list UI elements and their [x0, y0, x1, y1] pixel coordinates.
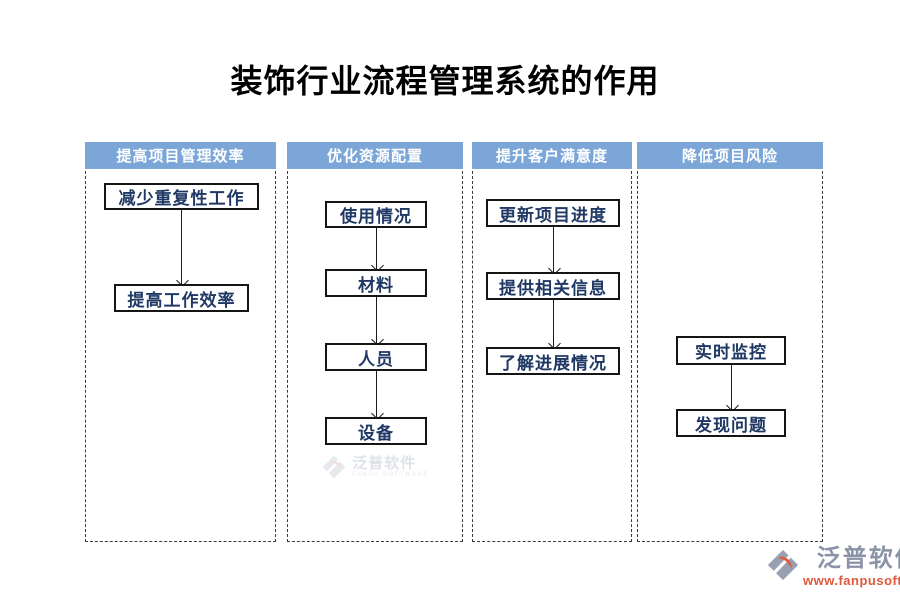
flow-box: 人员: [325, 343, 427, 371]
page-title: 装饰行业流程管理系统的作用: [230, 63, 660, 99]
column-improve-management-efficiency: 提高项目管理效率 减少重复性工作 提高工作效率: [85, 142, 276, 542]
column-header: 提高项目管理效率: [85, 142, 276, 169]
fanpu-logo-icon: [322, 455, 346, 479]
column-body: 使用情况 材料 人员 设备 泛普软件 FANPU SOFTWARE: [287, 171, 463, 542]
arrow-down-icon: [553, 300, 554, 347]
flow-box: 实时监控: [676, 336, 786, 365]
footer-url-text: www.fanpusoft.com: [803, 573, 900, 588]
arrow-down-icon: [181, 210, 182, 284]
column-optimize-resource-allocation: 优化资源配置 使用情况 材料 人员 设备 泛普软件 FANPU SOFTWARE: [287, 142, 463, 542]
arrow-down-icon: [376, 228, 377, 269]
flow-box: 发现问题: [676, 409, 786, 437]
column-header: 提升客户满意度: [472, 142, 632, 169]
watermark-subtitle: FANPU SOFTWARE: [352, 471, 429, 478]
flow-box: 使用情况: [325, 201, 427, 228]
fanpu-logo-icon: [767, 549, 799, 581]
flow-box: 提供相关信息: [486, 272, 620, 300]
column-body: 更新项目进度 提供相关信息 了解进展情况: [472, 171, 632, 542]
column-header: 优化资源配置: [287, 142, 463, 169]
arrow-down-icon: [731, 365, 732, 409]
footer-brand-text: 泛普软件: [816, 545, 900, 572]
column-header: 降低项目风险: [637, 142, 823, 169]
flow-box: 减少重复性工作: [104, 183, 259, 210]
column-improve-customer-satisfaction: 提升客户满意度 更新项目进度 提供相关信息 了解进展情况: [472, 142, 632, 542]
flow-box: 设备: [325, 417, 427, 445]
flow-box: 更新项目进度: [486, 199, 620, 227]
footer-logo: 泛普软件 www.fanpusoft.com: [766, 547, 900, 587]
column-body: 减少重复性工作 提高工作效率: [85, 171, 276, 542]
column-reduce-project-risk: 降低项目风险 实时监控 发现问题: [637, 142, 823, 542]
flow-box: 材料: [325, 269, 427, 297]
watermark: 泛普软件 FANPU SOFTWARE: [288, 454, 462, 480]
flow-box: 提高工作效率: [114, 284, 249, 312]
arrow-down-icon: [553, 227, 554, 272]
watermark-brand: 泛普软件: [352, 454, 417, 472]
column-body: 实时监控 发现问题: [637, 171, 823, 542]
flow-box: 了解进展情况: [486, 347, 620, 375]
arrow-down-icon: [376, 297, 377, 343]
arrow-down-icon: [376, 371, 377, 417]
